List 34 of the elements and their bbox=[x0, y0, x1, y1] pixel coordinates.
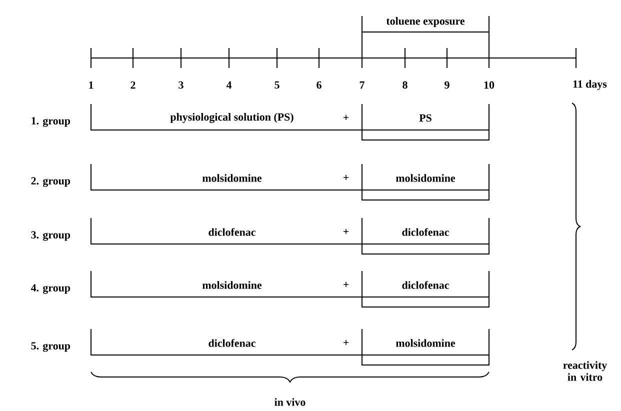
plus-sign: + bbox=[343, 282, 349, 288]
day-number: 8 bbox=[402, 81, 408, 89]
group-label: 4. group bbox=[30, 284, 70, 294]
day-number: 11 days bbox=[573, 80, 607, 90]
treatment-label: molsidomine bbox=[202, 174, 262, 182]
treatment-label: diclofenac bbox=[402, 228, 449, 236]
day-number: 9 bbox=[444, 81, 450, 89]
day-number: 1 bbox=[89, 81, 94, 89]
day-number: 10 bbox=[484, 81, 494, 89]
treatment-label: physiological solution (PS) bbox=[170, 113, 294, 123]
group-label: 3. group bbox=[31, 231, 70, 241]
day-number: 3 bbox=[178, 81, 184, 89]
plus-sign: + bbox=[343, 228, 349, 234]
period-label: toluene exposure bbox=[386, 17, 465, 27]
treatment-label: diclofenac bbox=[208, 339, 256, 347]
group-label: 2. group bbox=[31, 177, 70, 187]
group-label: 5. group bbox=[31, 342, 70, 352]
treatment-label: molsidomine bbox=[202, 281, 262, 289]
treatment-label: PS bbox=[419, 114, 432, 122]
day-number: 5 bbox=[274, 81, 280, 89]
plus-sign: + bbox=[343, 174, 349, 180]
period-label: in vivo bbox=[274, 398, 306, 406]
day-number: 2 bbox=[130, 81, 136, 89]
group-label: 1. group bbox=[32, 117, 70, 127]
day-number: 6 bbox=[316, 81, 322, 89]
treatment-label: molsidomine bbox=[396, 339, 456, 347]
day-number: 7 bbox=[360, 81, 364, 89]
day-number: 4 bbox=[226, 81, 232, 89]
treatment-label: diclofenac bbox=[402, 281, 449, 289]
treatment-label: molsidomine bbox=[396, 174, 456, 182]
treatment-label: diclofenac bbox=[208, 228, 256, 236]
plus-sign: + bbox=[343, 114, 349, 120]
measurement-label: reactivity in vitro bbox=[563, 361, 608, 381]
plus-sign: + bbox=[343, 340, 349, 346]
